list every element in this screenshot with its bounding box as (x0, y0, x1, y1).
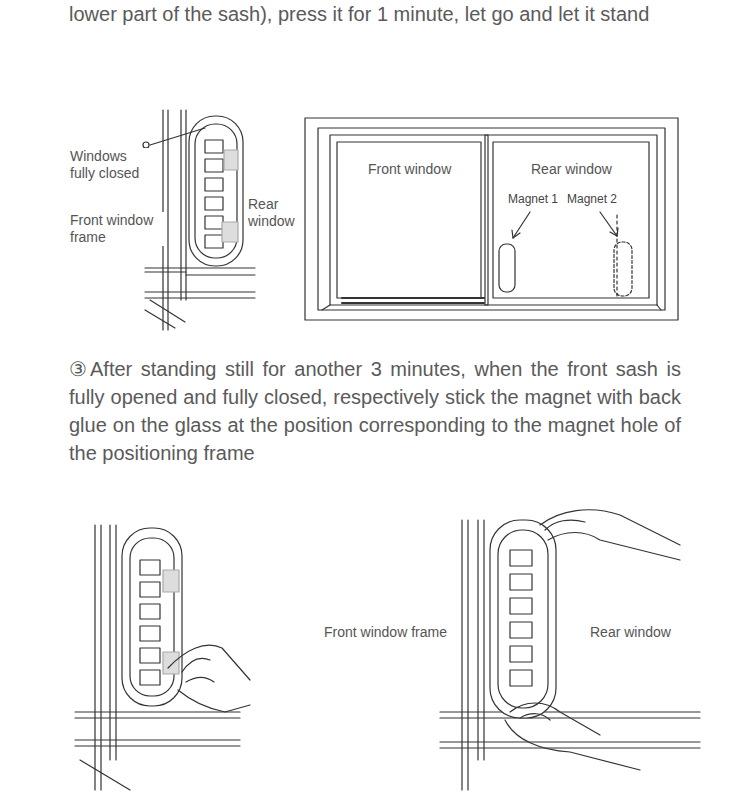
slot (140, 670, 160, 685)
slot (140, 582, 160, 597)
part-label: Rear window (590, 624, 671, 641)
part-label: Rear window (248, 196, 300, 230)
slot (510, 574, 532, 590)
instruction-text: lower part of the sash), press it for 1 … (69, 0, 681, 28)
slot (510, 550, 532, 566)
slot (205, 140, 223, 153)
part-label: Windows fully closed (70, 148, 150, 182)
slot (140, 604, 160, 619)
slot (140, 560, 160, 575)
slot (205, 216, 223, 229)
part-label: Front window frame (70, 212, 165, 246)
slot (140, 648, 160, 663)
part-label: Magnet 2 (567, 192, 617, 206)
part-label: Front window (368, 161, 451, 178)
part-label: Magnet 1 (508, 192, 558, 206)
slot (205, 178, 223, 191)
slot (205, 235, 223, 248)
slot (510, 670, 532, 686)
slot (140, 626, 160, 641)
slot (205, 159, 223, 172)
slot (510, 646, 532, 662)
slot (510, 622, 532, 638)
slot (205, 197, 223, 210)
part-label: Rear window (531, 161, 612, 178)
part-label: Front window frame (324, 624, 447, 641)
instruction-text: ③After standing still for another 3 minu… (69, 355, 681, 467)
slot (510, 598, 532, 614)
